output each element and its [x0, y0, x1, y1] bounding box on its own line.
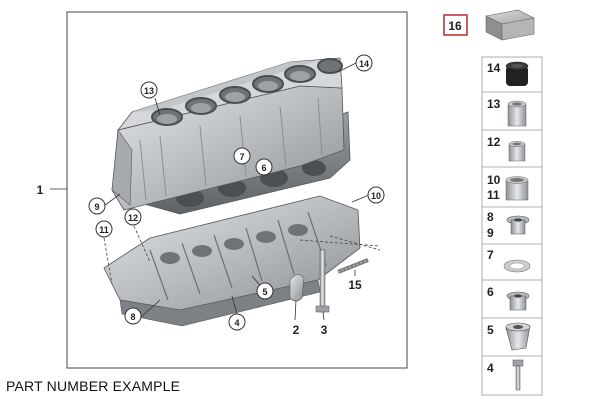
engine-block-illustration: [103, 57, 369, 327]
callout-8: 8: [124, 307, 142, 325]
screw-plug-icon: [506, 215, 530, 235]
sidebar-row-4[interactable]: 4: [487, 359, 524, 391]
callout-10: 10: [367, 186, 385, 204]
dowel-sleeve-icon: [507, 100, 527, 127]
kit-item-16[interactable]: 16: [443, 9, 535, 41]
callout-14: 14: [355, 54, 373, 72]
callout-1: 1: [37, 183, 44, 197]
callout-9-label: 9: [94, 202, 99, 212]
sidebar-row-8-label: 8: [487, 210, 494, 224]
sidebar-row-12[interactable]: 12: [487, 135, 526, 162]
callout-4-label: 4: [234, 318, 239, 328]
callout-8-label: 8: [130, 312, 135, 322]
callout-14-label: 14: [359, 59, 369, 69]
caption: PART NUMBER EXAMPLE: [6, 378, 181, 394]
sidebar-row-7[interactable]: 7: [487, 248, 531, 273]
callout-7: 7: [233, 147, 251, 165]
callout-12: 12: [124, 208, 142, 226]
callout-9: 9: [88, 197, 106, 215]
callout-7-label: 7: [239, 152, 244, 162]
callout-5-label: 5: [262, 287, 267, 297]
callout-10-label: 10: [371, 191, 381, 201]
callout-1-label: 1: [37, 183, 44, 197]
callout-5: 5: [256, 282, 274, 300]
sidebar-row-9-label: 9: [487, 226, 494, 240]
sealing-ring-icon: [503, 259, 531, 273]
short-sleeve-icon: [508, 141, 526, 162]
sidebar-row-11-label: 11: [487, 188, 500, 202]
callout-12-label: 12: [128, 213, 138, 223]
sidebar-row-4-label: 4: [487, 361, 494, 375]
kit-16-label: 16: [448, 19, 462, 33]
sidebar-row-14[interactable]: 14: [487, 61, 529, 86]
leader-lines: [50, 62, 370, 321]
sidebar-row-8-9[interactable]: 8 9: [487, 210, 530, 240]
sidebar-row-6[interactable]: 6: [487, 285, 530, 311]
callout-11-label: 11: [99, 225, 109, 235]
sidebar-row-10-11[interactable]: 10 11: [487, 173, 529, 202]
callout-4: 4: [228, 313, 246, 331]
callout-13-label: 13: [144, 86, 154, 96]
threaded-insert-icon: [505, 322, 531, 351]
callout-13: 13: [140, 81, 158, 99]
sidebar-row-5[interactable]: 5: [487, 322, 531, 351]
callout-2-label: 2: [293, 323, 300, 337]
bolt-icon: [512, 359, 524, 391]
seal-icon: [505, 61, 529, 86]
callout-11: 11: [95, 220, 113, 238]
sidebar-row-5-label: 5: [487, 323, 494, 337]
sidebar-row-14-label: 14: [487, 61, 501, 75]
kit-16-badge: [443, 14, 468, 36]
callout-15-label: 15: [348, 278, 362, 292]
sidebar-row-10-label: 10: [487, 173, 501, 187]
callout-6-label: 6: [261, 163, 266, 173]
sidebar-row-13-label: 13: [487, 97, 501, 111]
callout-3-label: 3: [321, 323, 328, 337]
guide-lines: [103, 225, 381, 285]
sidebar-row-6-label: 6: [487, 285, 494, 299]
sidebar-row-13[interactable]: 13: [487, 97, 527, 127]
plug-icon: [506, 291, 530, 311]
sidebar-row-12-label: 12: [487, 135, 501, 149]
callout-6: 6: [255, 158, 273, 176]
bushing-icon: [505, 176, 529, 201]
sidebar-row-7-label: 7: [487, 248, 494, 262]
